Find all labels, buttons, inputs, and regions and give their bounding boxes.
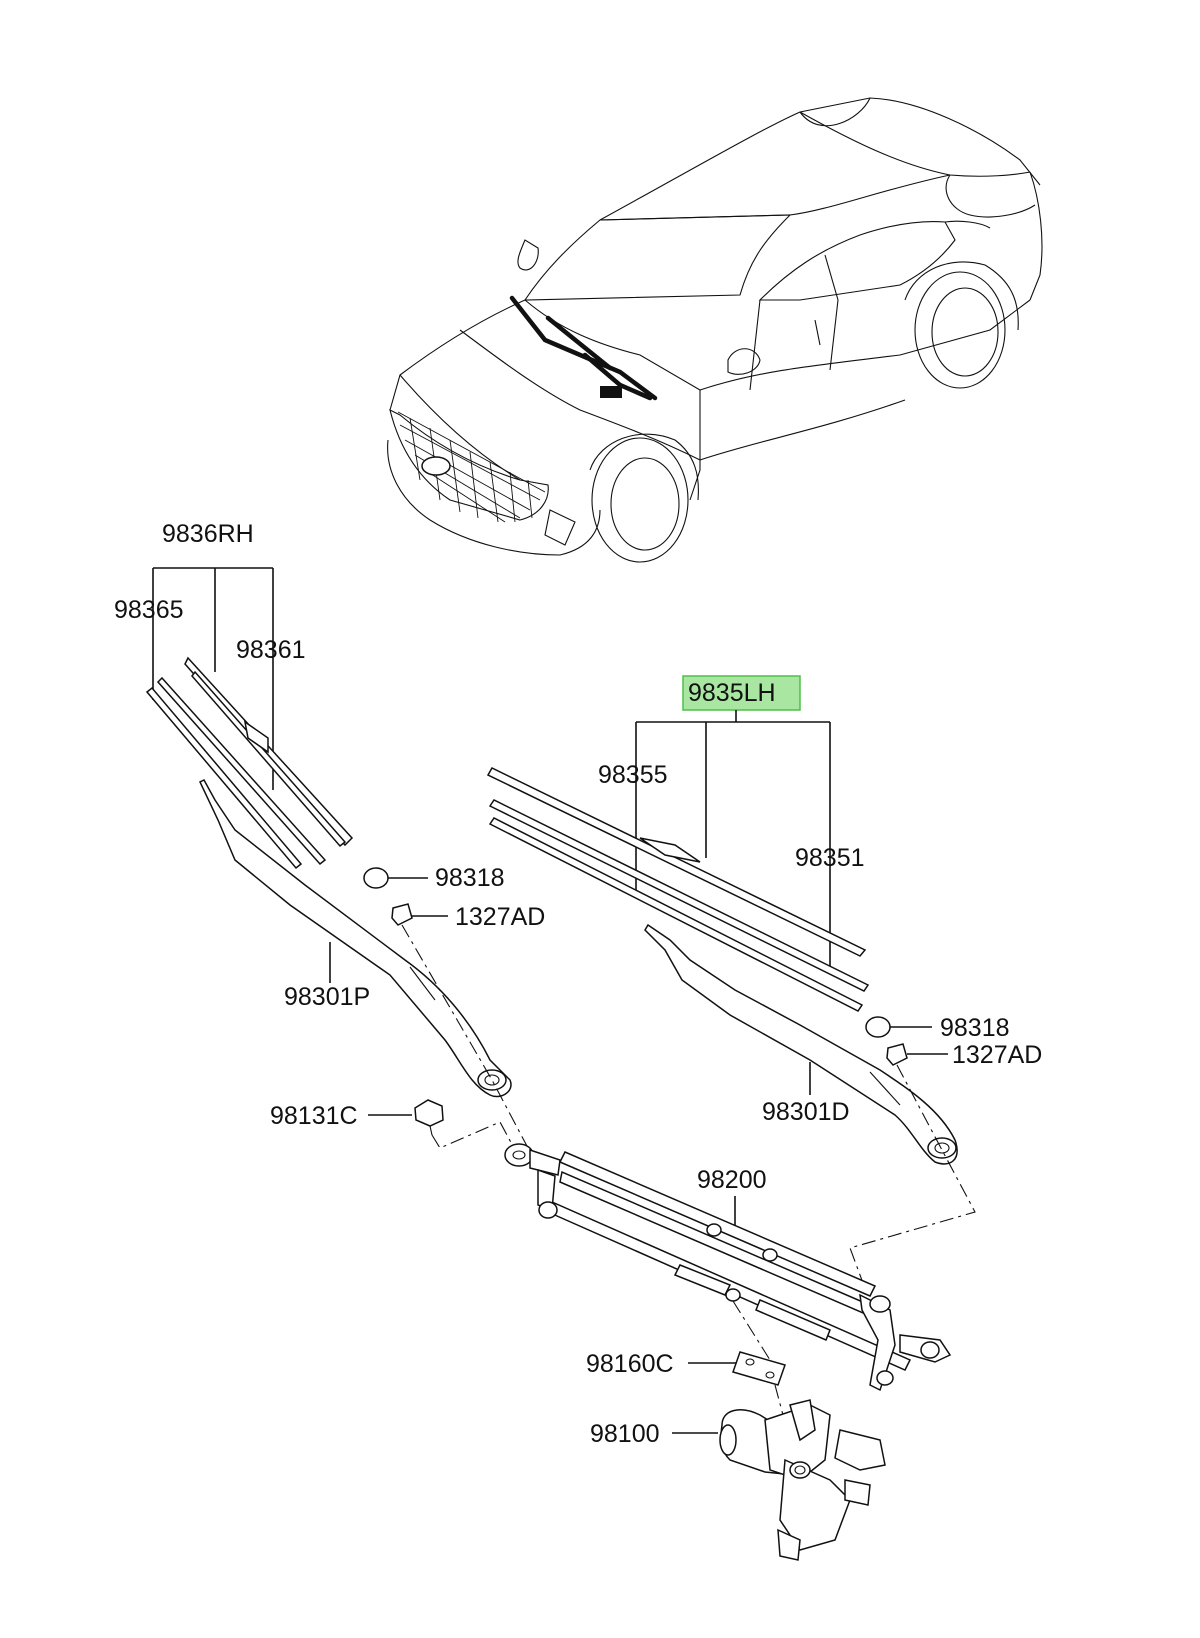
label-98318-rh[interactable]: 98318 [435, 864, 505, 892]
label-98365[interactable]: 98365 [114, 596, 184, 624]
lh-nut [886, 1043, 908, 1066]
lh-assembly-highlight [682, 675, 801, 711]
label-98301d[interactable]: 98301D [762, 1098, 850, 1126]
label-98318-lh[interactable]: 98318 [940, 1014, 1010, 1042]
label-98100[interactable]: 98100 [590, 1420, 660, 1448]
label-9836rh[interactable]: 9836RH [162, 520, 254, 548]
lh-wiper-group [486, 675, 976, 1303]
lh-blade [486, 767, 867, 957]
rh-wiper-group [145, 567, 529, 1149]
lh-insert-strip [488, 799, 870, 992]
label-98200[interactable]: 98200 [697, 1166, 767, 1194]
lh-arm [644, 923, 958, 1165]
label-98361[interactable]: 98361 [236, 636, 306, 664]
label-98351[interactable]: 98351 [795, 844, 865, 872]
rh-nut [391, 903, 413, 926]
rh-cap [363, 867, 389, 889]
label-98131c[interactable]: 98131C [270, 1102, 358, 1130]
bolt [414, 1099, 444, 1127]
lh-cap [865, 1016, 891, 1038]
label-98160c[interactable]: 98160C [586, 1350, 674, 1378]
motor-group [672, 1399, 886, 1561]
label-1327ad-rh[interactable]: 1327AD [455, 903, 545, 931]
label-98301p[interactable]: 98301P [284, 983, 370, 1011]
car-illustration [387, 97, 1043, 563]
label-9835lh[interactable]: 9835LH [688, 679, 776, 707]
rh-insert-strip [145, 686, 303, 870]
bolt-group [368, 1099, 516, 1151]
linkage-group [504, 1143, 952, 1392]
bracket-plate [732, 1351, 786, 1386]
label-1327ad-lh[interactable]: 1327AD [952, 1041, 1042, 1069]
callout-labels: 9836RH 98365 98361 98318 1327AD 98301P 9… [114, 520, 1042, 1448]
grille-pattern [397, 411, 546, 523]
label-98355[interactable]: 98355 [598, 761, 668, 789]
rh-arm [199, 779, 512, 1098]
